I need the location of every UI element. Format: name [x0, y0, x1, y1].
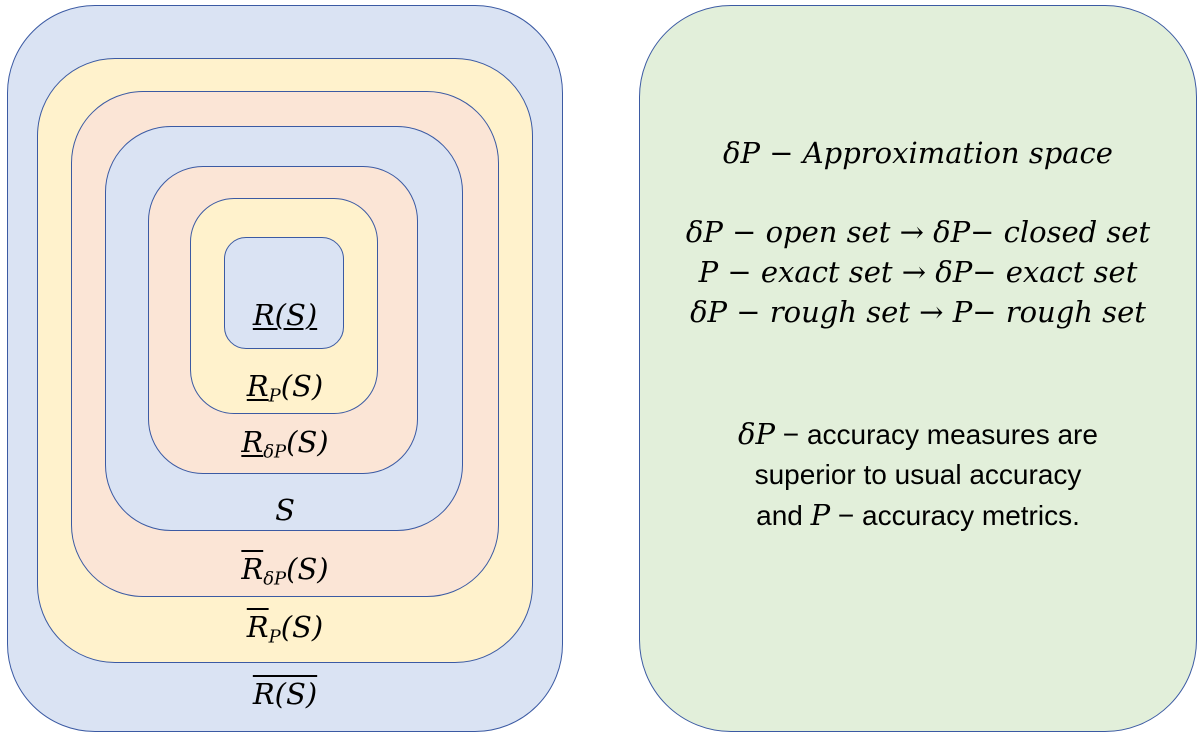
label-lower-approximation: R(S): [252, 298, 318, 332]
lower-approximation-region: [224, 237, 344, 349]
label-lower-dp-approximation: RδP(S): [241, 425, 329, 463]
panel-line-open-closed: δP − open set → δP− closed set: [685, 215, 1151, 249]
label-set-s: S: [275, 493, 295, 527]
panel-paragraph-line-1: δP − accuracy measures are: [738, 417, 1098, 451]
label-upper-dp-approximation: RδP(S): [241, 552, 329, 590]
label-upper-approximation: R(S): [252, 677, 318, 711]
panel-line-exact: P − exact set → δP− exact set: [698, 255, 1138, 289]
label-upper-p-approximation: RP(S): [246, 610, 324, 648]
description-panel: δP − Approximation space δP − open set →…: [639, 5, 1197, 732]
panel-line-rough: δP − rough set → P− rough set: [690, 295, 1146, 329]
panel-paragraph-line-2: superior to usual accuracy: [754, 459, 1082, 490]
panel-paragraph-line-3: and P − accuracy metrics.: [756, 498, 1080, 532]
label-lower-p-approximation: RP(S): [246, 369, 324, 407]
panel-title: δP − Approximation space: [723, 136, 1113, 170]
